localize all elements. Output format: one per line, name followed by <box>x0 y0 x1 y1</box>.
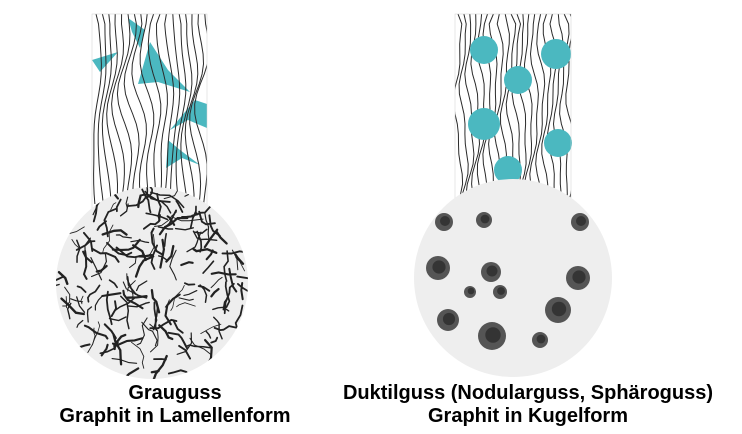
graphite-sphere <box>470 36 498 64</box>
micro-flake <box>154 359 166 360</box>
graphite-nodule-core <box>487 266 498 277</box>
graphite-nodule-core <box>481 215 490 224</box>
graphite-nodule-core <box>572 270 585 283</box>
graphite-sphere <box>544 129 572 157</box>
graphite-nodule-core <box>443 313 455 325</box>
graphite-sphere <box>504 66 532 94</box>
graphite-nodule-core <box>468 288 475 295</box>
caption-subtitle-right: Graphit in Kugelform <box>318 405 738 428</box>
lamellar-graphite-illustration <box>34 14 257 384</box>
caption-title-left: Grauguss <box>20 382 330 405</box>
graphite-sphere <box>468 108 500 140</box>
caption-duktilguss: Duktilguss (Nodularguss, Sphäroguss) Gra… <box>318 382 738 428</box>
graphite-nodule-core <box>432 260 445 273</box>
graphite-nodule-core <box>440 216 450 226</box>
graphite-nodule-core <box>576 216 586 226</box>
graphite-nodule-core <box>485 327 500 342</box>
graphite-nodule-core <box>552 302 566 316</box>
graphite-nodule-core <box>497 287 505 295</box>
caption-grauguss: Grauguss Graphit in Lamellenform <box>20 382 330 428</box>
spheroidal-graphite-illustration <box>414 14 612 377</box>
graphite-sphere <box>541 39 571 69</box>
graphite-nodule-core <box>537 335 546 344</box>
caption-title-right: Duktilguss (Nodularguss, Sphäroguss) <box>318 382 738 405</box>
caption-subtitle-left: Graphit in Lamellenform <box>20 405 330 428</box>
